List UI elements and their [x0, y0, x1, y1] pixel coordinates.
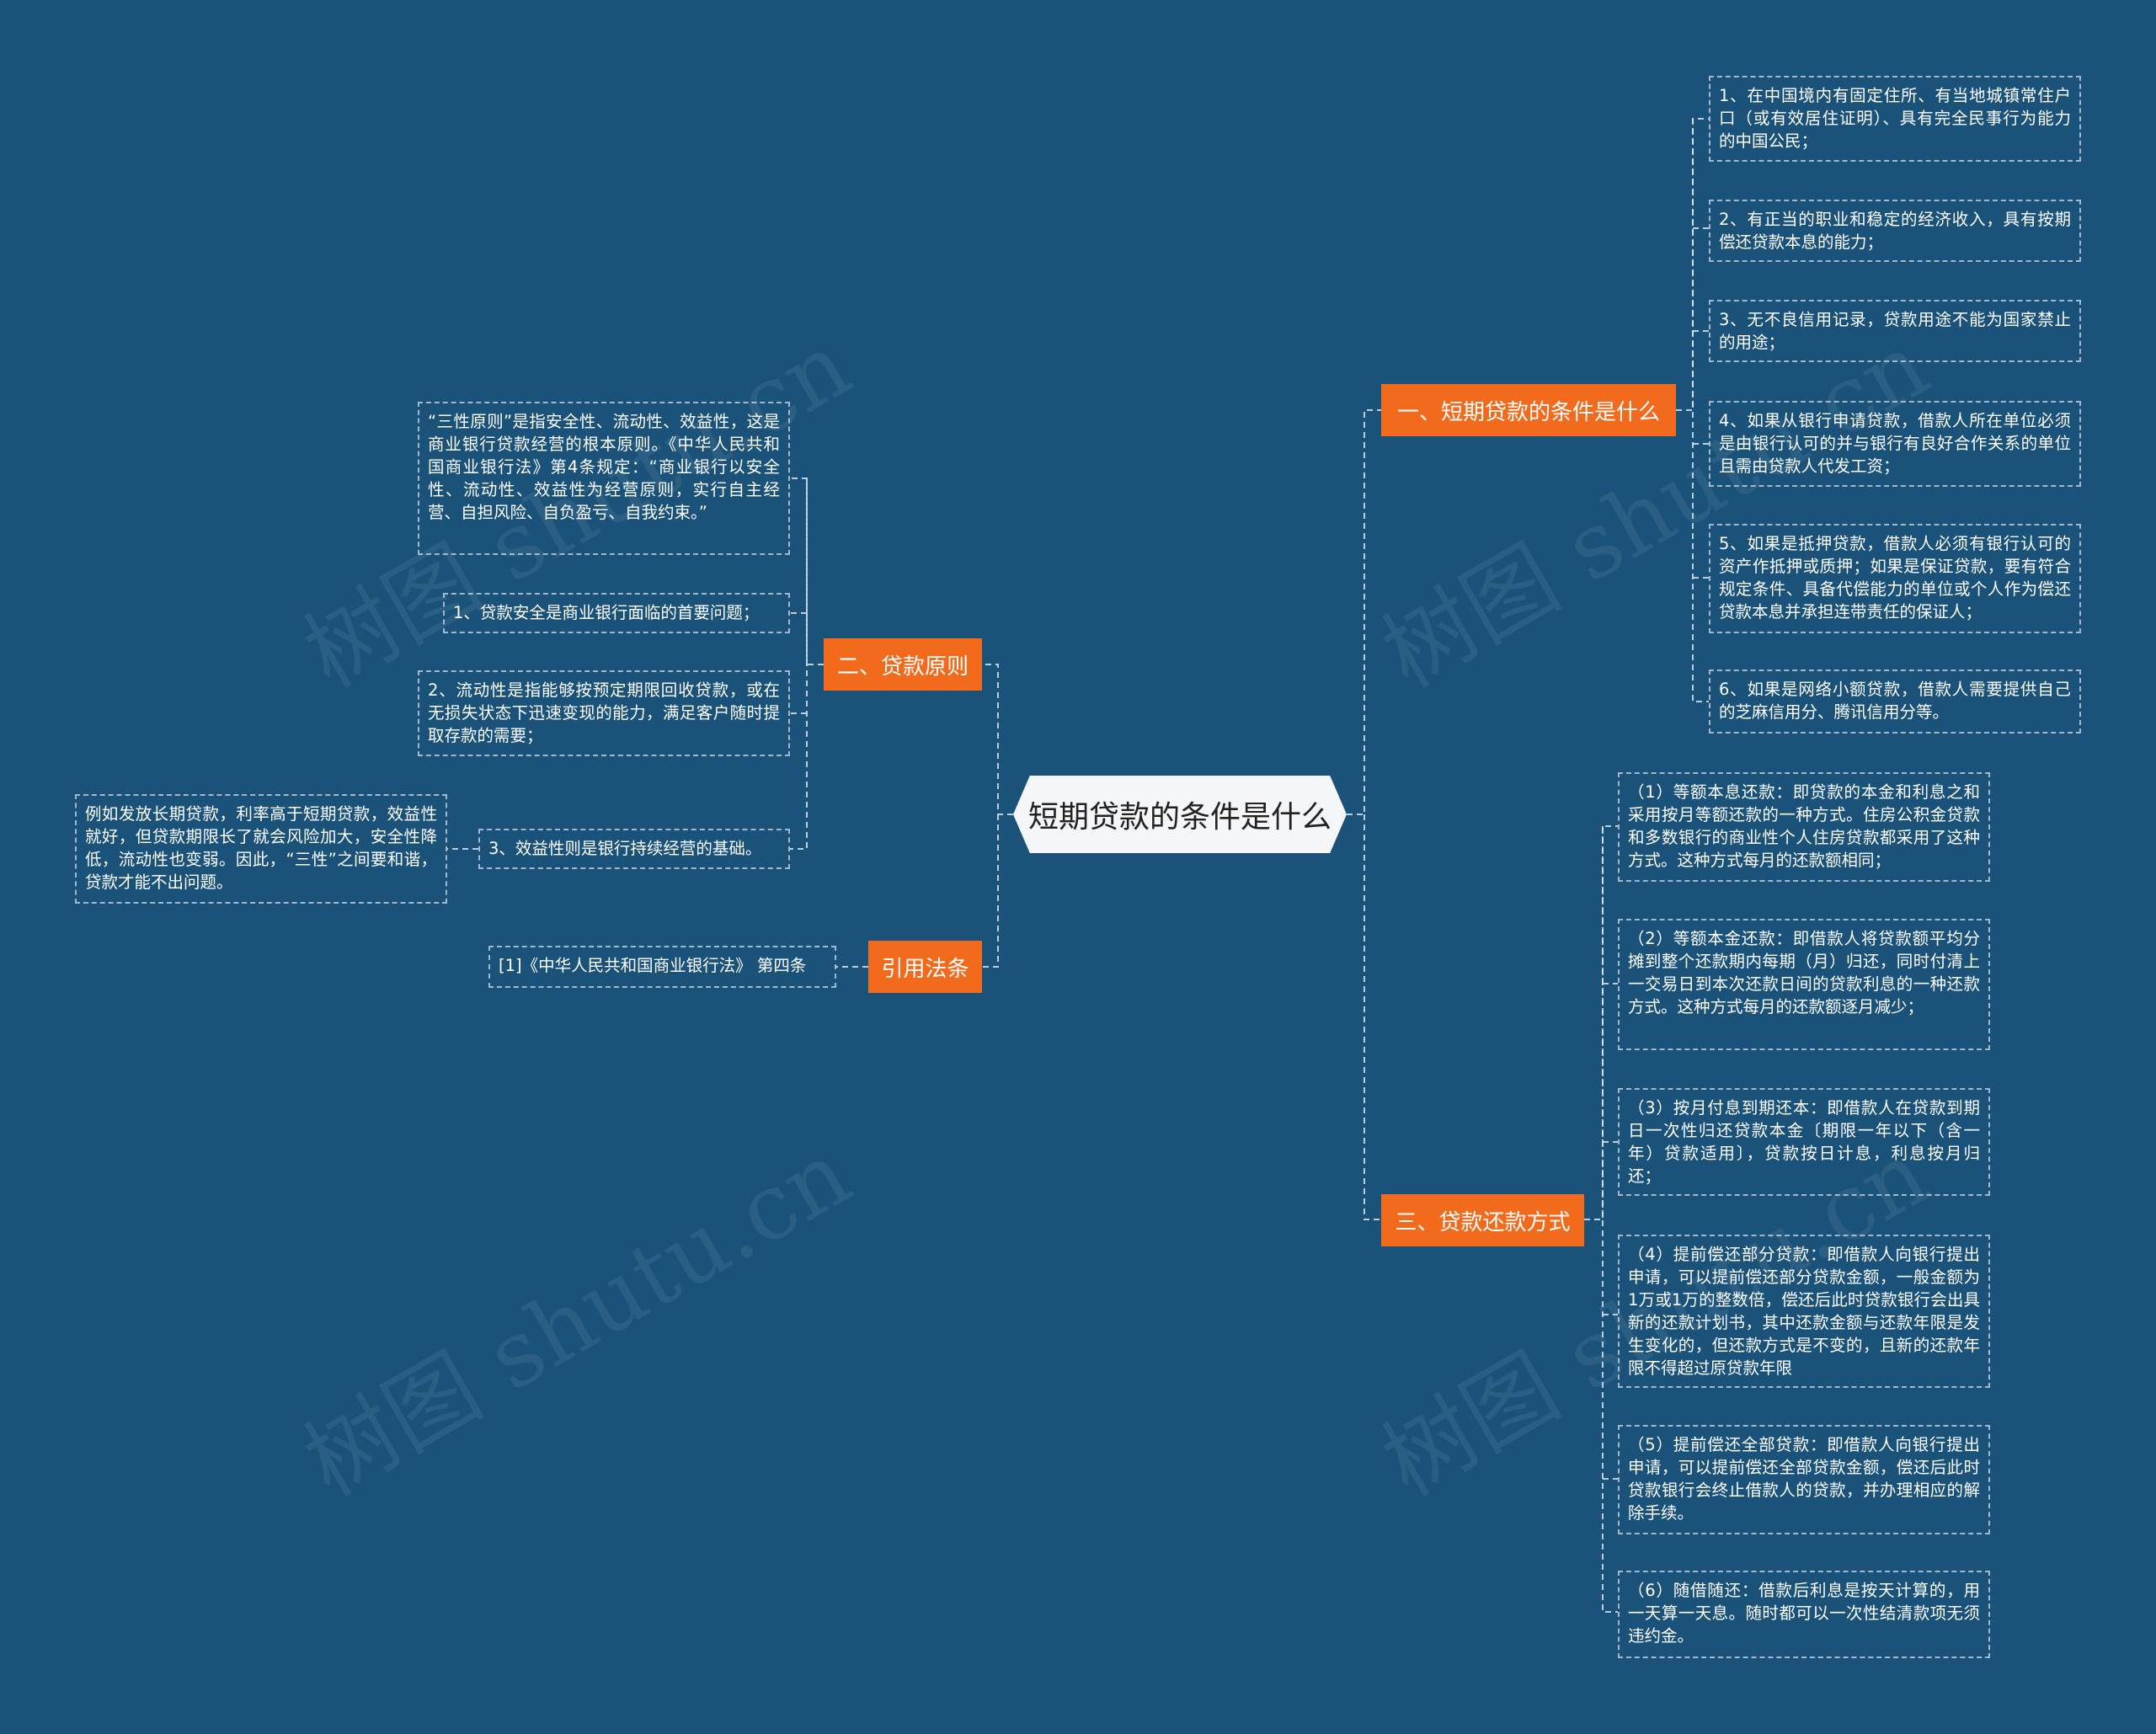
connector-conditions-spine — [1692, 119, 1709, 702]
connector-root-repayment — [1364, 814, 1381, 1220]
connector-repayment-leaf — [1584, 825, 1618, 1220]
conditions-item-6[interactable]: 6、如果是网络小额贷款，借款人需要提供自己的芝麻信用分、腾讯信用分等。 — [1709, 670, 2081, 734]
connector-repayment-spine — [1602, 826, 1618, 1613]
branch-repayment[interactable]: 三、贷款还款方式 — [1381, 1194, 1584, 1246]
principles-item-3-note[interactable]: 例如发放长期贷款，利率高于短期贷款，效益性就好，但贷款期限长了就会风险加大，安全… — [75, 794, 447, 904]
repayment-item-1[interactable]: （1）等额本息还款：即贷款的本金和利息之和采用按月等额还款的一种方式。住房公积金… — [1618, 772, 1990, 882]
conditions-item-4[interactable]: 4、如果从银行申请贷款，借款人所在单位必须是由银行认可的并与银行有良好合作关系的… — [1709, 401, 2081, 487]
connector-root-citation — [982, 814, 999, 968]
repayment-item-6[interactable]: （6）随借随还：借款后利息是按天计算的，用一天算一天息。随时都可以一次性结清款项… — [1618, 1571, 1990, 1658]
conditions-item-3[interactable]: 3、无不良信用记录，贷款用途不能为国家禁止的用途； — [1709, 300, 2081, 362]
connector-root-conditions — [1347, 409, 1381, 815]
repayment-item-2[interactable]: （2）等额本金还款：即借款人将贷款额平均分摊到整个还款期内每期（月）归还，同时付… — [1618, 919, 1990, 1050]
repayment-item-5[interactable]: （5）提前偿还全部贷款：即借款人向银行提出申请，可以提前偿还全部贷款金额，偿还后… — [1618, 1425, 1990, 1534]
principles-intro[interactable]: “三性原则”是指安全性、流动性、效益性，这是商业银行贷款经营的根本原则。《中华人… — [418, 402, 790, 555]
conditions-item-2[interactable]: 2、有正当的职业和稳定的经济收入，具有按期偿还贷款本息的能力； — [1709, 200, 2081, 262]
connector-root-principles — [982, 664, 1013, 815]
principles-item-2[interactable]: 2、流动性是指能够按预定期限回收贷款，或在无损失状态下迅速变现的能力，满足客户随… — [418, 670, 790, 756]
connector-principles-spine — [790, 478, 808, 850]
root-topic[interactable]: 短期贷款的条件是什么 — [1013, 776, 1347, 853]
conditions-item-1[interactable]: 1、在中国境内有固定住所、有当地城镇常住户口（或有效居住证明）、具有完全民事行为… — [1709, 76, 2081, 162]
branch-conditions[interactable]: 一、短期贷款的条件是什么 — [1381, 384, 1676, 436]
repayment-item-3[interactable]: （3）按月付息到期还本：即借款人在贷款到期日一次性归还贷款本金〔期限一年以下（含… — [1618, 1088, 1990, 1196]
branch-citation[interactable]: 引用法条 — [868, 941, 982, 993]
principles-item-1[interactable]: 1、贷款安全是商业银行面临的首要问题； — [443, 593, 790, 633]
principles-item-3[interactable]: 3、效益性则是银行持续经营的基础。 — [478, 829, 790, 869]
branch-principles[interactable]: 二、贷款原则 — [824, 638, 982, 691]
repayment-item-4[interactable]: （4）提前偿还部分贷款：即借款人向银行提出申请，可以提前偿还部分贷款金额，一般金… — [1618, 1235, 1990, 1388]
conditions-item-5[interactable]: 5、如果是抵押贷款，借款人必须有银行认可的资产作抵押或质押；如果是保证贷款，要有… — [1709, 524, 2081, 633]
citation-item-1[interactable]: [1]《中华人民共和国商业银行法》 第四条 — [488, 946, 836, 988]
